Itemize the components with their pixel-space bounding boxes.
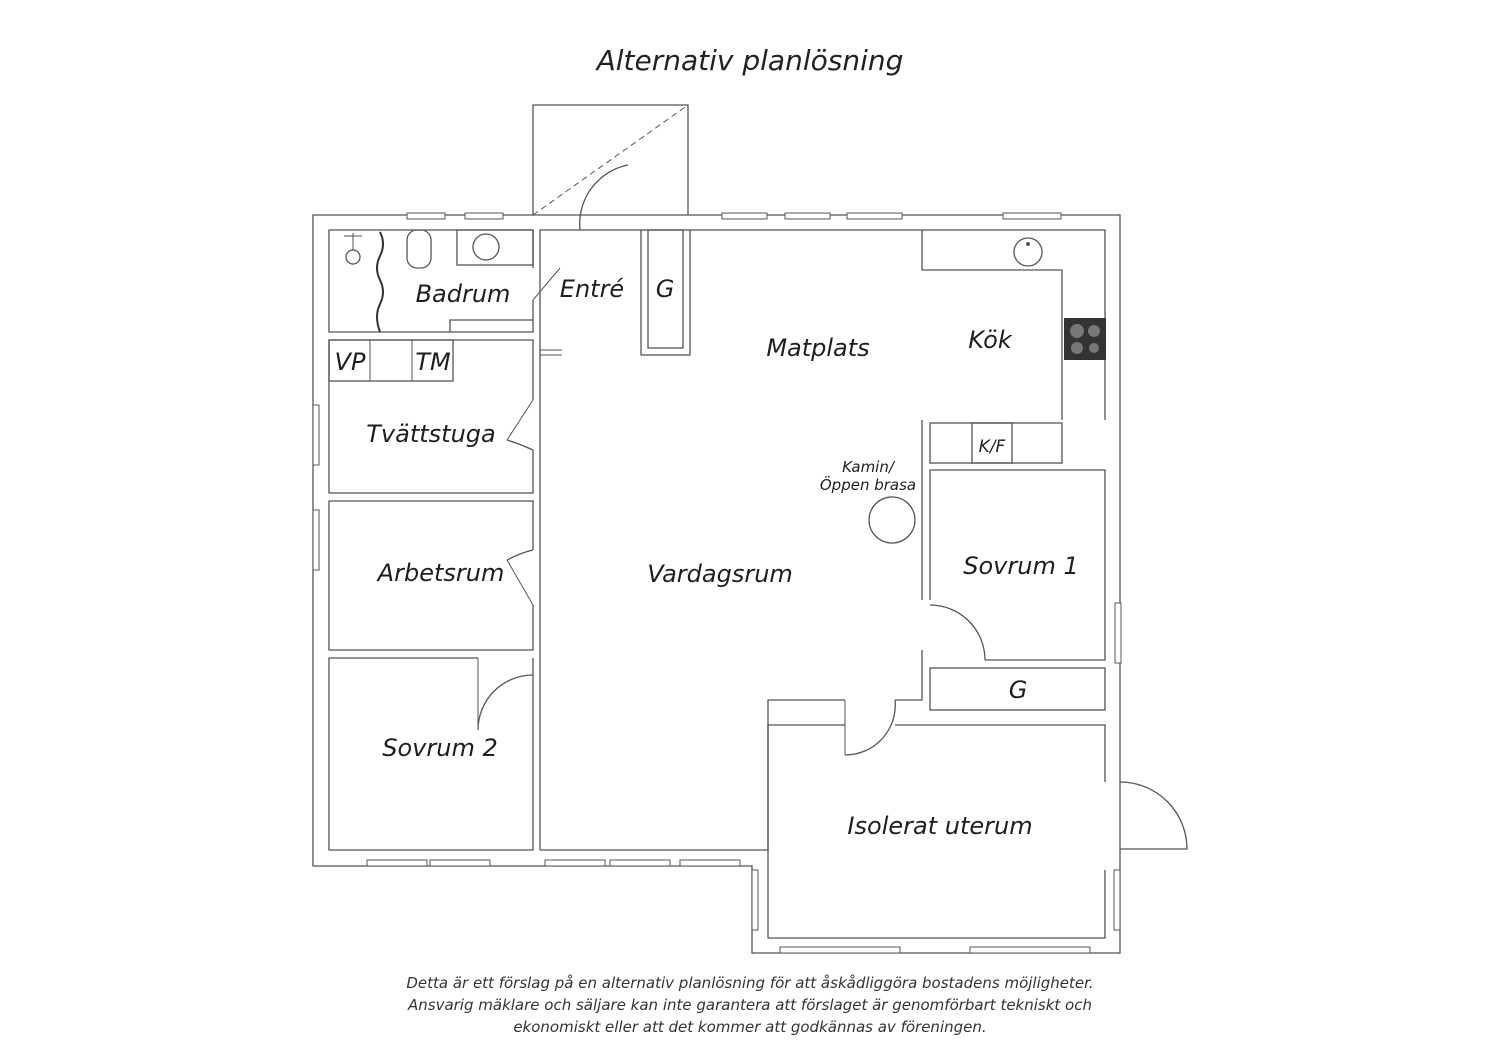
shower-icon xyxy=(344,233,362,265)
label-tm: TM xyxy=(415,348,451,376)
sovrum2-room xyxy=(328,657,534,851)
uterum-room xyxy=(767,724,1106,939)
label-vardagsrum: Vardagsrum xyxy=(647,560,793,588)
label-oppen-brasa: Öppen brasa xyxy=(820,475,916,494)
toilet-icon xyxy=(406,229,432,269)
disclaimer-line: ekonomiskt eller att det kommer att godk… xyxy=(513,1018,987,1036)
stove-icon xyxy=(1064,318,1106,360)
fireplace-icon xyxy=(868,496,916,544)
disclaimer-line: Ansvarig mäklare och säljare kan inte ga… xyxy=(407,996,1092,1014)
shower-curtain-icon xyxy=(376,231,384,333)
label-vp: VP xyxy=(335,348,366,376)
tvattstuga-room xyxy=(328,339,534,494)
label-matplats: Matplats xyxy=(766,334,869,362)
label-arbetsrum: Arbetsrum xyxy=(376,559,505,587)
label-kok: Kök xyxy=(968,326,1013,354)
label-kf: K/F xyxy=(979,437,1006,457)
label-uterum: Isolerat uterum xyxy=(847,812,1032,840)
label-badrum: Badrum xyxy=(416,280,511,308)
arbetsrum-room xyxy=(328,500,534,651)
disclaimer-line: Detta är ett förslag på en alternativ pl… xyxy=(406,974,1094,992)
label-g-entre: G xyxy=(656,275,675,303)
entry-porch xyxy=(532,104,689,231)
sovrum1-room xyxy=(929,469,1106,661)
kitchen-sink-icon xyxy=(1013,237,1043,267)
label-sovrum1: Sovrum 1 xyxy=(963,552,1078,580)
outer-wall xyxy=(312,214,1121,954)
sovrum-closet xyxy=(929,667,1106,711)
washbasin-icon xyxy=(472,233,500,261)
fridge-freezer xyxy=(971,422,1013,464)
plan-title: Alternativ planlösning xyxy=(596,44,904,77)
label-kamin: Kamin/ xyxy=(842,458,896,476)
label-g-sovrum: G xyxy=(1009,676,1028,704)
label-sovrum2: Sovrum 2 xyxy=(382,734,497,762)
kitchen-counter xyxy=(921,230,1063,420)
disclaimer: Detta är ett förslag på en alternativ pl… xyxy=(0,972,1500,1038)
label-entre: Entré xyxy=(560,275,624,303)
living-area xyxy=(539,229,641,850)
windows xyxy=(312,212,1122,954)
label-tvattstuga: Tvättstuga xyxy=(366,420,495,448)
